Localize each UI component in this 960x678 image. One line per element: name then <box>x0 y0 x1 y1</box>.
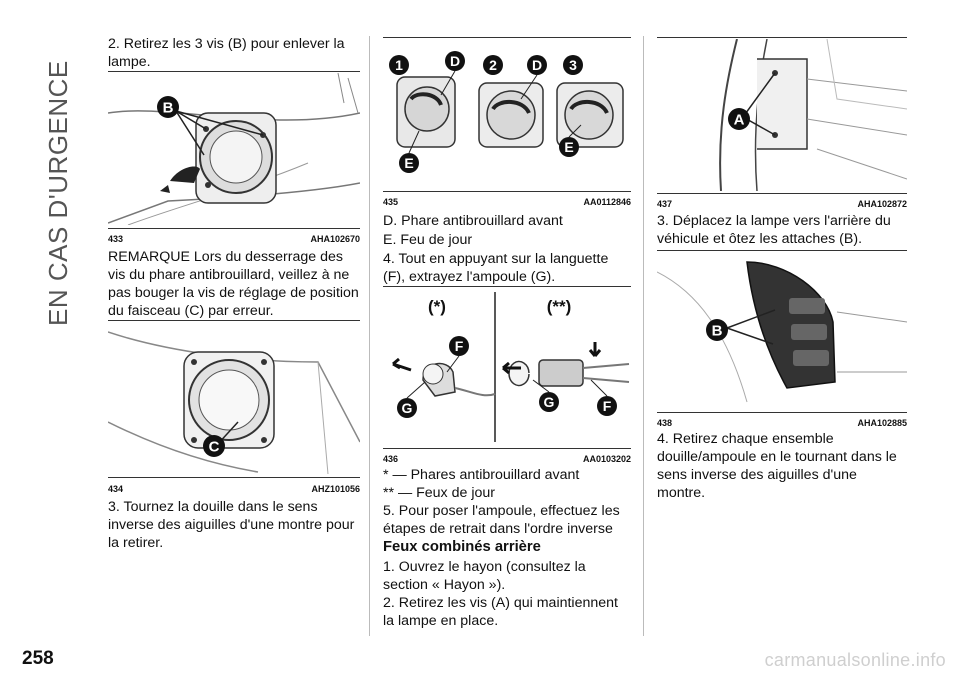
callout-e: E <box>404 155 413 171</box>
step-2-text: 2. Retirez les 3 vis (B) pour enlever la… <box>108 36 345 70</box>
callout-d: D <box>450 53 460 69</box>
figure-top-rule <box>657 250 907 251</box>
note-fog-lamps: * — Phares antibrouillard avant <box>383 467 580 483</box>
section-title: Feux combinés arrière <box>383 539 541 555</box>
note-daytime-lights: ** — Feux de jour <box>383 485 495 501</box>
callout-c: C <box>209 439 220 456</box>
figure-437-image: A <box>719 39 907 191</box>
figure-number: 434 <box>108 484 124 494</box>
figure-code: AHA102670 <box>310 234 360 244</box>
legend-d: D. Phare antibrouillard avant <box>383 213 563 229</box>
figure-438-caption: 438 AHA102885 <box>657 418 907 428</box>
figure-top-rule <box>383 286 631 287</box>
figure-bottom-rule <box>383 448 631 449</box>
figure-number: 433 <box>108 234 124 244</box>
callout-3: 3 <box>569 57 577 73</box>
figure-top-rule <box>383 37 631 38</box>
figure-code: AHA102885 <box>857 418 907 428</box>
callout-b: B <box>163 100 174 117</box>
callout-g: G <box>402 400 413 416</box>
figure-435-caption: 435 AA0112846 <box>383 197 631 207</box>
figure-bottom-rule <box>108 477 360 478</box>
figure-438-image: B <box>657 261 907 403</box>
figure-code: AA0112846 <box>583 197 631 207</box>
figure-code: AHZ101056 <box>311 484 360 494</box>
figure-435-image: 1 D 2 D 3 E E <box>389 51 624 173</box>
step-5-text: 5. Pour poser l'ampoule, effectuez les é… <box>383 503 620 537</box>
callout-2: 2 <box>489 57 497 73</box>
callout-b: B <box>712 323 723 340</box>
figure-bottom-rule <box>657 412 907 413</box>
site-watermark: carmanualsonline.info <box>764 650 946 670</box>
callout-f: F <box>455 338 464 354</box>
figure-number: 435 <box>383 197 399 207</box>
figure-bottom-rule <box>108 228 360 229</box>
callout-a: A <box>734 112 745 129</box>
figure-437-caption: 437 AHA102872 <box>657 199 907 209</box>
rear-step-3-text: 3. Déplacez la lampe vers l'arrière du v… <box>657 213 891 247</box>
callout-d: D <box>532 57 542 73</box>
figure-436-caption: 436 AA0103202 <box>383 454 631 464</box>
figure-434-caption: 434 AHZ101056 <box>108 484 360 494</box>
figure-number: 438 <box>657 418 673 428</box>
figure-bottom-rule <box>657 193 907 194</box>
figure-433-image: B <box>108 73 360 225</box>
figure-top-rule <box>108 320 360 321</box>
figure-top-rule <box>657 37 907 38</box>
label-daytime-lights: (**) <box>547 297 572 316</box>
rear-step-1-text: 1. Ouvrez le hayon (consultez la section… <box>383 559 586 593</box>
figure-436-image: (*) (**) F G G F <box>392 292 630 442</box>
rear-step-2-text: 2. Retirez les vis (A) qui maintiennent … <box>383 595 618 629</box>
figure-number: 437 <box>657 199 673 209</box>
figure-number: 436 <box>383 454 399 464</box>
legend-e: E. Feu de jour <box>383 232 473 248</box>
label-fog-lamps: (*) <box>428 297 446 316</box>
step-4-text: 4. Tout en appuyant sur la languette (F)… <box>383 251 609 285</box>
figure-433-caption: 433 AHA102670 <box>108 234 360 244</box>
remark-text: REMARQUE Lors du desserrage des vis du p… <box>108 249 359 319</box>
figure-code: AA0103202 <box>582 454 631 464</box>
figure-434-image: C <box>108 331 360 474</box>
page-number: 258 <box>22 648 54 669</box>
figure-bottom-rule <box>383 191 631 192</box>
chapter-title-text: EN CAS D'URGENCE <box>43 60 73 326</box>
figure-top-rule <box>108 71 360 72</box>
chapter-side-title: EN CAS D'URGENCE <box>34 26 82 326</box>
callout-1: 1 <box>395 57 403 73</box>
column-divider <box>369 36 370 636</box>
callout-f: F <box>603 398 612 414</box>
callout-e: E <box>564 139 573 155</box>
figure-code: AHA102872 <box>857 199 907 209</box>
column-divider <box>643 36 644 636</box>
callout-g: G <box>544 394 555 410</box>
step-3-text: 3. Tournez la douille dans le sens inver… <box>108 499 355 551</box>
rear-step-4-text: 4. Retirez chaque ensemble douille/ampou… <box>657 431 897 501</box>
